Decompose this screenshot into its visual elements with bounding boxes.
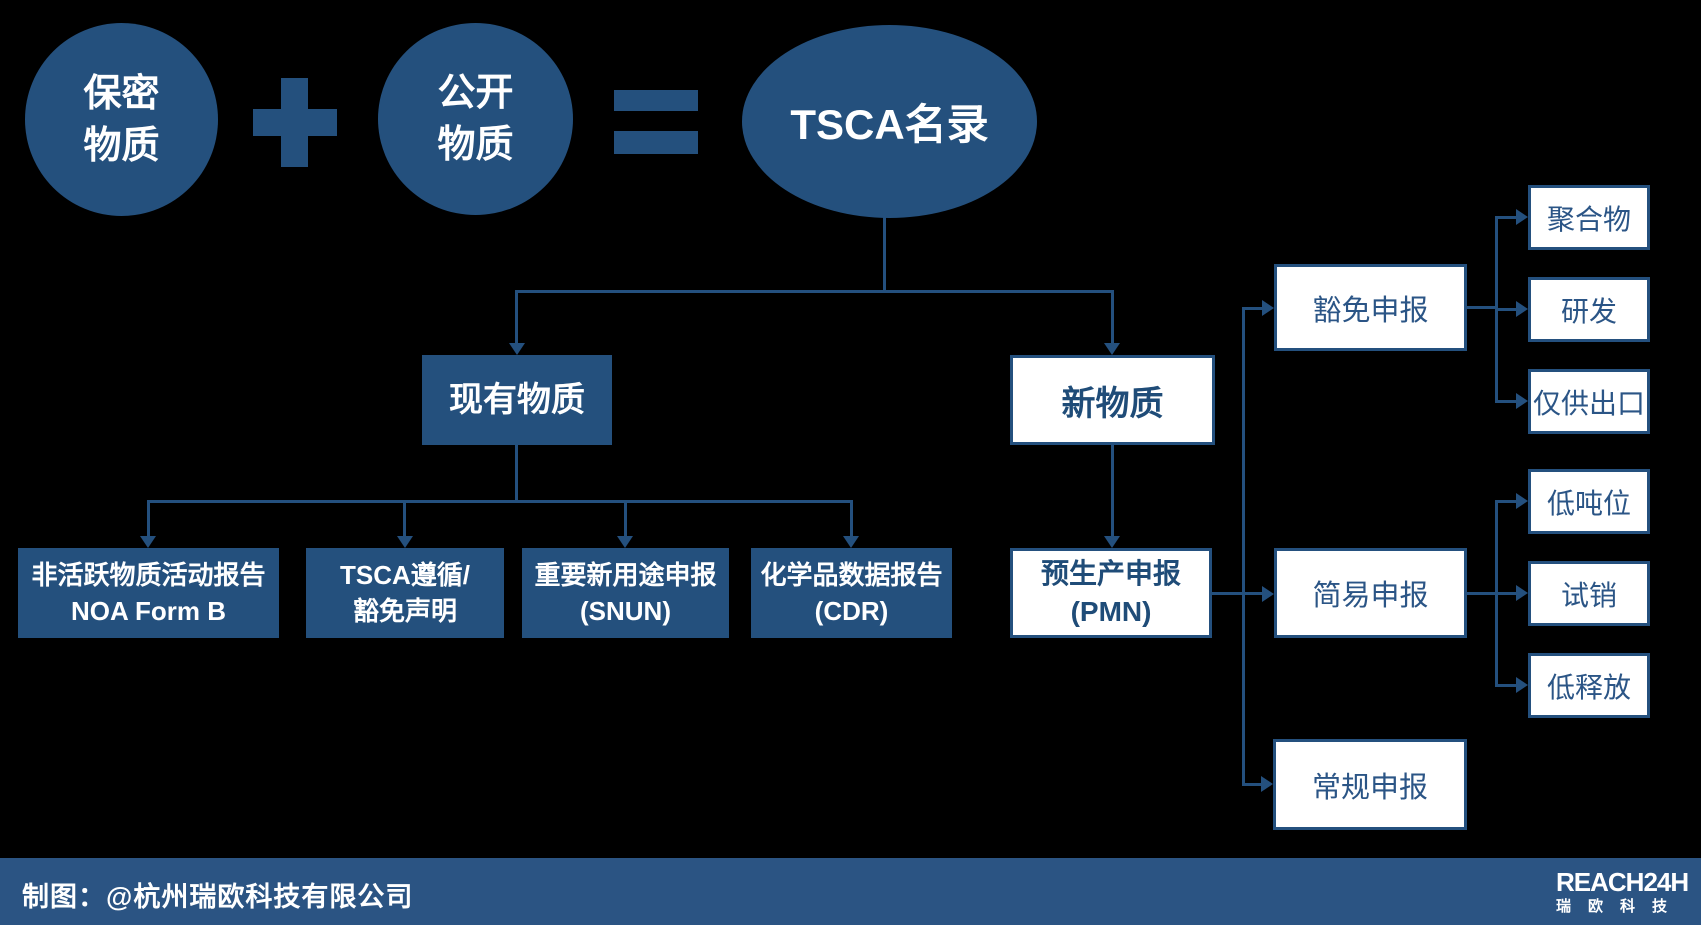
- edge-pmn-out: [1212, 592, 1262, 595]
- box-low-release-label: 低释放: [1546, 671, 1631, 703]
- edge-to-test-marketing: [1495, 592, 1519, 595]
- arrow-into-pmn: [1104, 536, 1120, 548]
- edge-to-regular: [1242, 783, 1262, 786]
- equals-icon: [614, 90, 698, 155]
- node-public-line2: 物质: [437, 124, 514, 166]
- arrow-into-low-volume: [1516, 493, 1528, 509]
- box-simplified-notification: 简易申报: [1274, 548, 1467, 638]
- arrow-into-report-4: [843, 536, 859, 548]
- node-public-line1: 公开: [437, 72, 514, 114]
- edge-to-exempt: [1242, 307, 1264, 310]
- edge-to-report-3: [624, 500, 627, 536]
- footer-credit: 制图：@杭州瑞欧科技有限公司: [22, 882, 414, 912]
- edge-simple-out: [1467, 592, 1498, 595]
- edge-to-low-volume: [1495, 500, 1519, 503]
- edge-exempt-out: [1467, 306, 1498, 309]
- arrow-into-exempt: [1262, 300, 1274, 316]
- box-pmn-line2: (PMN): [1070, 596, 1152, 627]
- edge-to-rnd: [1495, 308, 1519, 311]
- arrow-into-report-1: [140, 536, 156, 548]
- arrow-into-export-only: [1516, 393, 1528, 409]
- plus-icon: [253, 78, 337, 167]
- edge-to-polymer: [1495, 216, 1519, 219]
- box-exemption-notification: 豁免申报: [1274, 264, 1467, 351]
- box-snun: 重要新用途申报 (SNUN): [522, 548, 729, 638]
- reach24h-logo-cjk: 瑞欧科技: [1556, 898, 1685, 915]
- box-exemption-label: 豁免申报: [1312, 294, 1429, 327]
- box-polymer: 聚合物: [1528, 185, 1650, 250]
- box-low-volume-label: 低吨位: [1546, 487, 1631, 519]
- equals-icon-top-bar: [614, 90, 698, 111]
- arrow-into-low-release: [1516, 677, 1528, 693]
- box-snun-line2: (SNUN): [580, 596, 671, 626]
- plus-icon-horizontal-bar: [253, 109, 337, 136]
- edge-to-existing: [515, 290, 518, 343]
- box-tsca-compliance-line2: 豁免声明: [352, 596, 457, 626]
- box-cdr-line1: 化学品数据报告: [760, 560, 943, 590]
- edge-to-export-only: [1495, 400, 1519, 403]
- edge-to-report-2: [403, 500, 406, 536]
- arrow-into-rnd: [1516, 301, 1528, 317]
- node-confidential-line2: 物质: [83, 124, 160, 167]
- edge-to-report-4: [850, 500, 853, 536]
- box-new-label: 新物质: [1061, 384, 1164, 423]
- edge-new-drop: [1111, 445, 1114, 536]
- box-export-only: 仅供出口: [1528, 369, 1650, 434]
- box-test-marketing-label: 试销: [1560, 579, 1617, 611]
- box-existing-label: 现有物质: [449, 381, 585, 419]
- box-noa-line2: NOA Form B: [70, 596, 227, 626]
- edge-to-report-1: [147, 500, 150, 536]
- box-tsca-compliance: TSCA遵循/ 豁免声明: [306, 548, 504, 638]
- box-rnd: 研发: [1528, 277, 1650, 342]
- box-noa-form-b: 非活跃物质活动报告 NOA Form B: [18, 548, 279, 638]
- arrow-into-test-marketing: [1516, 585, 1528, 601]
- equals-icon-bottom-bar: [614, 131, 698, 154]
- box-simplified-label: 简易申报: [1312, 580, 1429, 612]
- box-regular-label: 常规申报: [1311, 771, 1428, 804]
- edge-inventory-split: [515, 290, 1114, 293]
- arrow-into-regular: [1261, 776, 1273, 792]
- arrow-into-simple: [1262, 586, 1274, 602]
- box-snun-line1: 重要新用途申报: [534, 560, 717, 590]
- box-low-volume: 低吨位: [1528, 469, 1650, 534]
- footer-bar: 制图：@杭州瑞欧科技有限公司 REACH24H 瑞欧科技: [0, 858, 1701, 925]
- box-rnd-label: 研发: [1560, 295, 1617, 327]
- box-cdr-line2: (CDR): [814, 596, 889, 626]
- edge-existing-drop: [515, 445, 518, 500]
- arrow-into-report-2: [397, 536, 413, 548]
- edge-to-low-release: [1495, 684, 1519, 687]
- box-cdr: 化学品数据报告 (CDR): [751, 548, 952, 638]
- box-export-only-label: 仅供出口: [1532, 387, 1645, 419]
- box-low-release: 低释放: [1528, 653, 1650, 718]
- reach24h-logo: REACH24H 瑞欧科技: [1556, 867, 1689, 917]
- box-regular-notification: 常规申报: [1273, 739, 1467, 830]
- edge-route-trunk: [1242, 307, 1245, 785]
- box-new-substances: 新物质: [1010, 355, 1215, 445]
- edge-to-new: [1111, 290, 1114, 343]
- arrow-into-polymer: [1516, 209, 1528, 225]
- box-test-marketing: 试销: [1528, 561, 1650, 626]
- box-pmn-line1: 预生产申报: [1040, 558, 1181, 589]
- node-confidential-substances: 保密 物质: [25, 23, 218, 216]
- box-noa-line1: 非活跃物质活动报告: [31, 560, 266, 590]
- box-pmn: 预生产申报 (PMN): [1010, 548, 1212, 638]
- box-tsca-compliance-line1: TSCA遵循/: [339, 560, 470, 590]
- node-confidential-line1: 保密: [83, 72, 160, 115]
- node-public-substances: 公开 物质: [378, 23, 573, 215]
- arrow-into-new: [1104, 343, 1120, 355]
- node-tsca-inventory: TSCA名录: [742, 25, 1037, 218]
- edge-inventory-drop: [883, 215, 886, 292]
- box-existing-substances: 现有物质: [422, 355, 612, 445]
- node-tsca-inventory-label: TSCA名录: [790, 101, 989, 148]
- arrow-into-existing: [509, 343, 525, 355]
- arrow-into-report-3: [617, 536, 633, 548]
- reach24h-logo-wordmark: REACH24H: [1556, 867, 1689, 897]
- edge-existing-split: [147, 500, 853, 503]
- box-polymer-label: 聚合物: [1546, 203, 1631, 235]
